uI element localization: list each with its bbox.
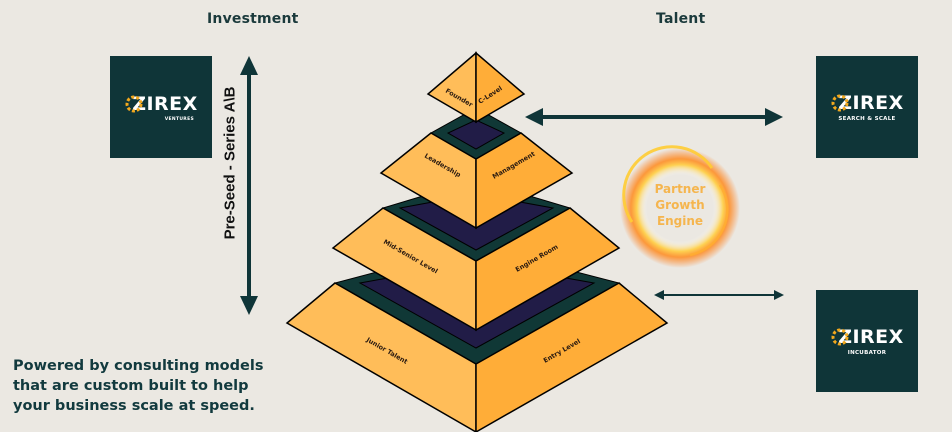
funding-range-label: Pre-Seed - Series A\B (221, 86, 239, 240)
gear-icon (125, 95, 143, 112)
gear-icon (831, 94, 849, 112)
talent-heading: Talent (656, 11, 706, 27)
pyramid: Founder C-Level Leadership Management Mi… (285, 51, 669, 432)
zirex-ventures-logo: ZIREX VENTURES (110, 56, 212, 158)
logo-brand: ZIREX (838, 326, 904, 348)
engine-line-1: Partner (654, 182, 706, 196)
tier-1-right-face (475, 51, 526, 124)
tagline: Powered by consulting models that are cu… (13, 358, 264, 414)
tier-3-right-face (475, 207, 621, 332)
tier-1-left-face (426, 51, 477, 124)
zirex-incubator-logo: ZIREX INCUBATOR (816, 290, 918, 392)
logo-brand: ZIREX (838, 92, 904, 114)
investment-heading: Investment (207, 11, 299, 27)
vertical-double-arrow-icon (240, 56, 258, 315)
logo-brand: ZIREX (132, 92, 198, 115)
tier-2-band-inner (446, 119, 506, 150)
tier-2-right-face (475, 132, 574, 230)
partner-growth-engine-label: Partner Growth Engine (640, 181, 720, 229)
zirex-search-scale-logo: ZIREX SEARCH & SCALE (816, 56, 918, 158)
logo-subtitle: SEARCH & SCALE (838, 116, 896, 122)
logo-subtitle: INCUBATOR (847, 350, 887, 356)
engine-line-2: Growth (655, 198, 705, 212)
tier-4-right-face (475, 282, 669, 432)
horizontal-double-arrow-icon (525, 108, 783, 126)
gear-icon (831, 328, 849, 346)
horizontal-double-arrow-icon (654, 290, 784, 300)
growth-engine-swirl-icon (620, 145, 740, 268)
tier-4-left-face (285, 282, 477, 432)
engine-line-3: Engine (656, 214, 704, 228)
logo-subtitle: VENTURES (164, 116, 194, 122)
